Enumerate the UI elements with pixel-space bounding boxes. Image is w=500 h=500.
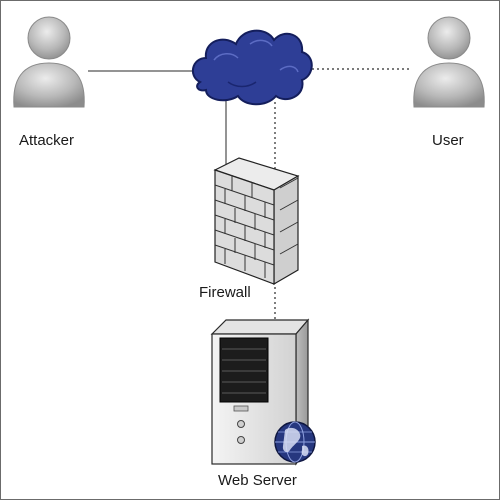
firewall-label: Firewall bbox=[199, 284, 251, 301]
web-server-label: Web Server bbox=[218, 472, 297, 489]
user-person-icon bbox=[413, 16, 485, 108]
drive-bay-panel bbox=[219, 337, 269, 403]
internet-cloud-icon bbox=[191, 29, 313, 106]
attacker-person-icon bbox=[13, 16, 85, 108]
power-button-icon bbox=[237, 420, 245, 428]
firewall-brick-wall-icon bbox=[213, 157, 300, 286]
user-label: User bbox=[432, 132, 464, 149]
attacker-label: Attacker bbox=[19, 132, 75, 149]
globe-icon bbox=[274, 421, 316, 463]
